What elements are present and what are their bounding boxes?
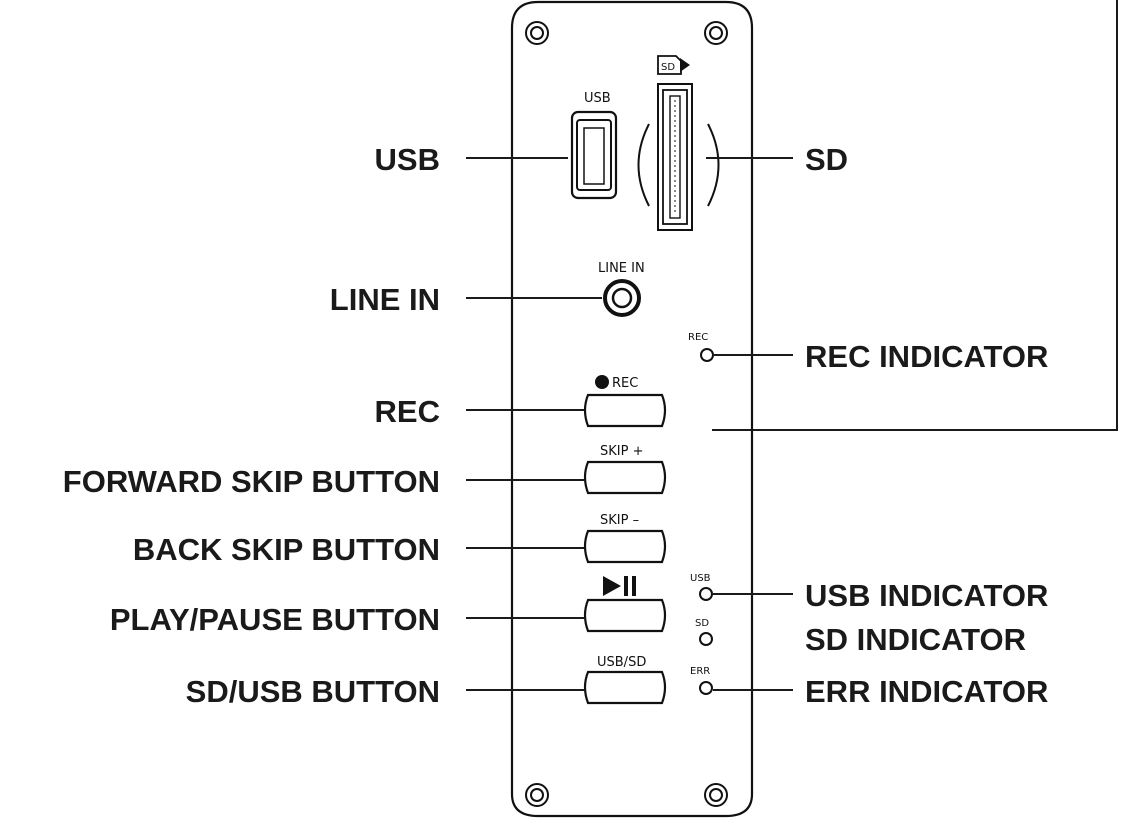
sd-slot-label: SD xyxy=(661,62,675,73)
sd-card-slot[interactable] xyxy=(637,83,720,231)
screw-bottom-left xyxy=(525,783,549,807)
rec-button-label: REC xyxy=(612,376,638,391)
usb-port-label: USB xyxy=(584,91,611,106)
forward-skip-button[interactable] xyxy=(583,460,667,495)
screw-top-left xyxy=(525,21,549,45)
callout-forward-skip: FORWARD SKIP BUTTON xyxy=(63,464,440,499)
callout-rec: REC xyxy=(375,394,440,429)
callout-play-pause: PLAY/PAUSE BUTTON xyxy=(110,602,440,637)
frame-edge-line xyxy=(712,0,1118,431)
play-pause-icon xyxy=(603,576,636,596)
callout-sd-usb-button: SD/USB BUTTON xyxy=(186,674,440,709)
back-skip-button[interactable] xyxy=(583,529,667,564)
sd-usb-button[interactable] xyxy=(583,670,667,705)
rec-button-label-group: REC xyxy=(595,375,638,391)
err-indicator-led xyxy=(699,681,713,695)
line-in-jack[interactable] xyxy=(603,279,641,317)
err-led-label: ERR xyxy=(690,666,710,677)
screw-top-right xyxy=(704,21,728,45)
callout-err-indicator: ERR INDICATOR xyxy=(805,674,1048,709)
usb-indicator-led xyxy=(699,587,713,601)
usb-sd-button-label: USB/SD xyxy=(597,655,646,670)
callout-sd-indicator: SD INDICATOR xyxy=(805,622,1026,657)
rec-indicator-led xyxy=(700,348,714,362)
callout-back-skip: BACK SKIP BUTTON xyxy=(133,532,440,567)
callout-rec-indicator: REC INDICATOR xyxy=(805,339,1048,374)
panel-outline xyxy=(510,0,754,818)
play-pause-button[interactable] xyxy=(583,598,667,633)
skip-minus-label: SKIP – xyxy=(600,513,639,528)
callout-usb: USB xyxy=(375,142,440,177)
callout-usb-indicator: USB INDICATOR xyxy=(805,578,1048,613)
callout-line-in: LINE IN xyxy=(330,282,440,317)
usb-led-label: USB xyxy=(690,573,711,584)
sd-indicator-led xyxy=(699,632,713,646)
rec-button[interactable] xyxy=(583,393,667,428)
rec-led-label: REC xyxy=(688,332,708,343)
usb-port[interactable] xyxy=(570,110,618,200)
callout-sd: SD xyxy=(805,142,848,177)
line-in-label: LINE IN xyxy=(598,261,645,276)
sd-card-icon: SD xyxy=(657,55,690,75)
record-dot-icon xyxy=(595,375,609,389)
screw-bottom-right xyxy=(704,783,728,807)
skip-plus-label: SKIP + xyxy=(600,444,643,459)
sd-led-label: SD xyxy=(695,618,709,629)
